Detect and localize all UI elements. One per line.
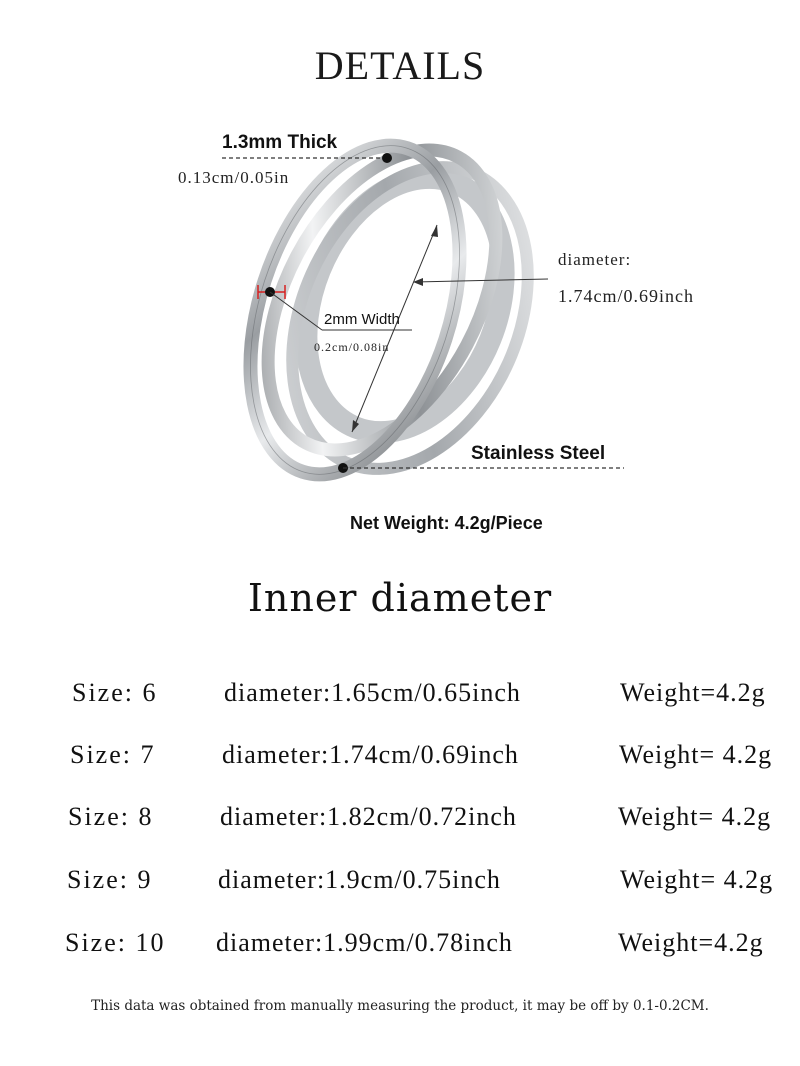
ring-band-1: [243, 138, 467, 482]
ring-band-2: [261, 143, 503, 457]
row-weight: Weight=4.2g: [620, 678, 766, 707]
thickness-callout: [222, 153, 392, 163]
row-diameter: diameter:1.82cm/0.72inch: [220, 802, 517, 831]
table-row: Size: 10 diameter:1.99cm/0.78inch Weight…: [0, 928, 800, 978]
row-diameter: diameter:1.99cm/0.78inch: [216, 928, 513, 957]
row-diameter: diameter:1.9cm/0.75inch: [218, 865, 501, 894]
diameter-arrow: [351, 224, 549, 433]
measurement-disclaimer: This data was obtained from manually mea…: [91, 998, 709, 1014]
row-diameter: diameter:1.65cm/0.65inch: [224, 678, 521, 707]
diameter-value: 1.74cm/0.69inch: [558, 286, 694, 306]
row-size: Size: 10: [65, 928, 166, 957]
row-weight: Weight= 4.2g: [618, 802, 772, 831]
row-size: Size: 6: [72, 678, 158, 707]
row-weight: Weight= 4.2g: [620, 865, 774, 894]
material-label: Stainless Steel: [471, 443, 606, 464]
size-table-title: Inner diameter: [247, 576, 553, 620]
net-weight: Net Weight: 4.2g/Piece: [350, 513, 543, 533]
row-weight: Weight=4.2g: [618, 928, 764, 957]
row-weight: Weight= 4.2g: [619, 740, 773, 769]
width-callout: [257, 285, 412, 331]
page-title: DETAILS: [314, 43, 486, 88]
material-callout: [338, 463, 624, 473]
width-label: 2mm Width: [324, 311, 400, 328]
table-row: Size: 7 diameter:1.74cm/0.69inch Weight=…: [0, 740, 800, 790]
row-size: Size: 9: [67, 865, 153, 894]
table-row: Size: 6 diameter:1.65cm/0.65inch Weight=…: [0, 678, 800, 728]
diameter-label: diameter:: [558, 250, 632, 269]
row-diameter: diameter:1.74cm/0.69inch: [222, 740, 519, 769]
thickness-label: 1.3mm Thick: [222, 132, 338, 153]
table-row: Size: 9 diameter:1.9cm/0.75inch Weight= …: [0, 865, 800, 915]
thickness-sub: 0.13cm/0.05in: [178, 168, 290, 187]
ring-diagram: [222, 138, 624, 482]
width-sub: 0.2cm/0.08in: [314, 340, 390, 354]
table-row: Size: 8 diameter:1.82cm/0.72inch Weight=…: [0, 802, 800, 852]
row-size: Size: 7: [70, 740, 156, 769]
row-size: Size: 8: [68, 802, 154, 831]
